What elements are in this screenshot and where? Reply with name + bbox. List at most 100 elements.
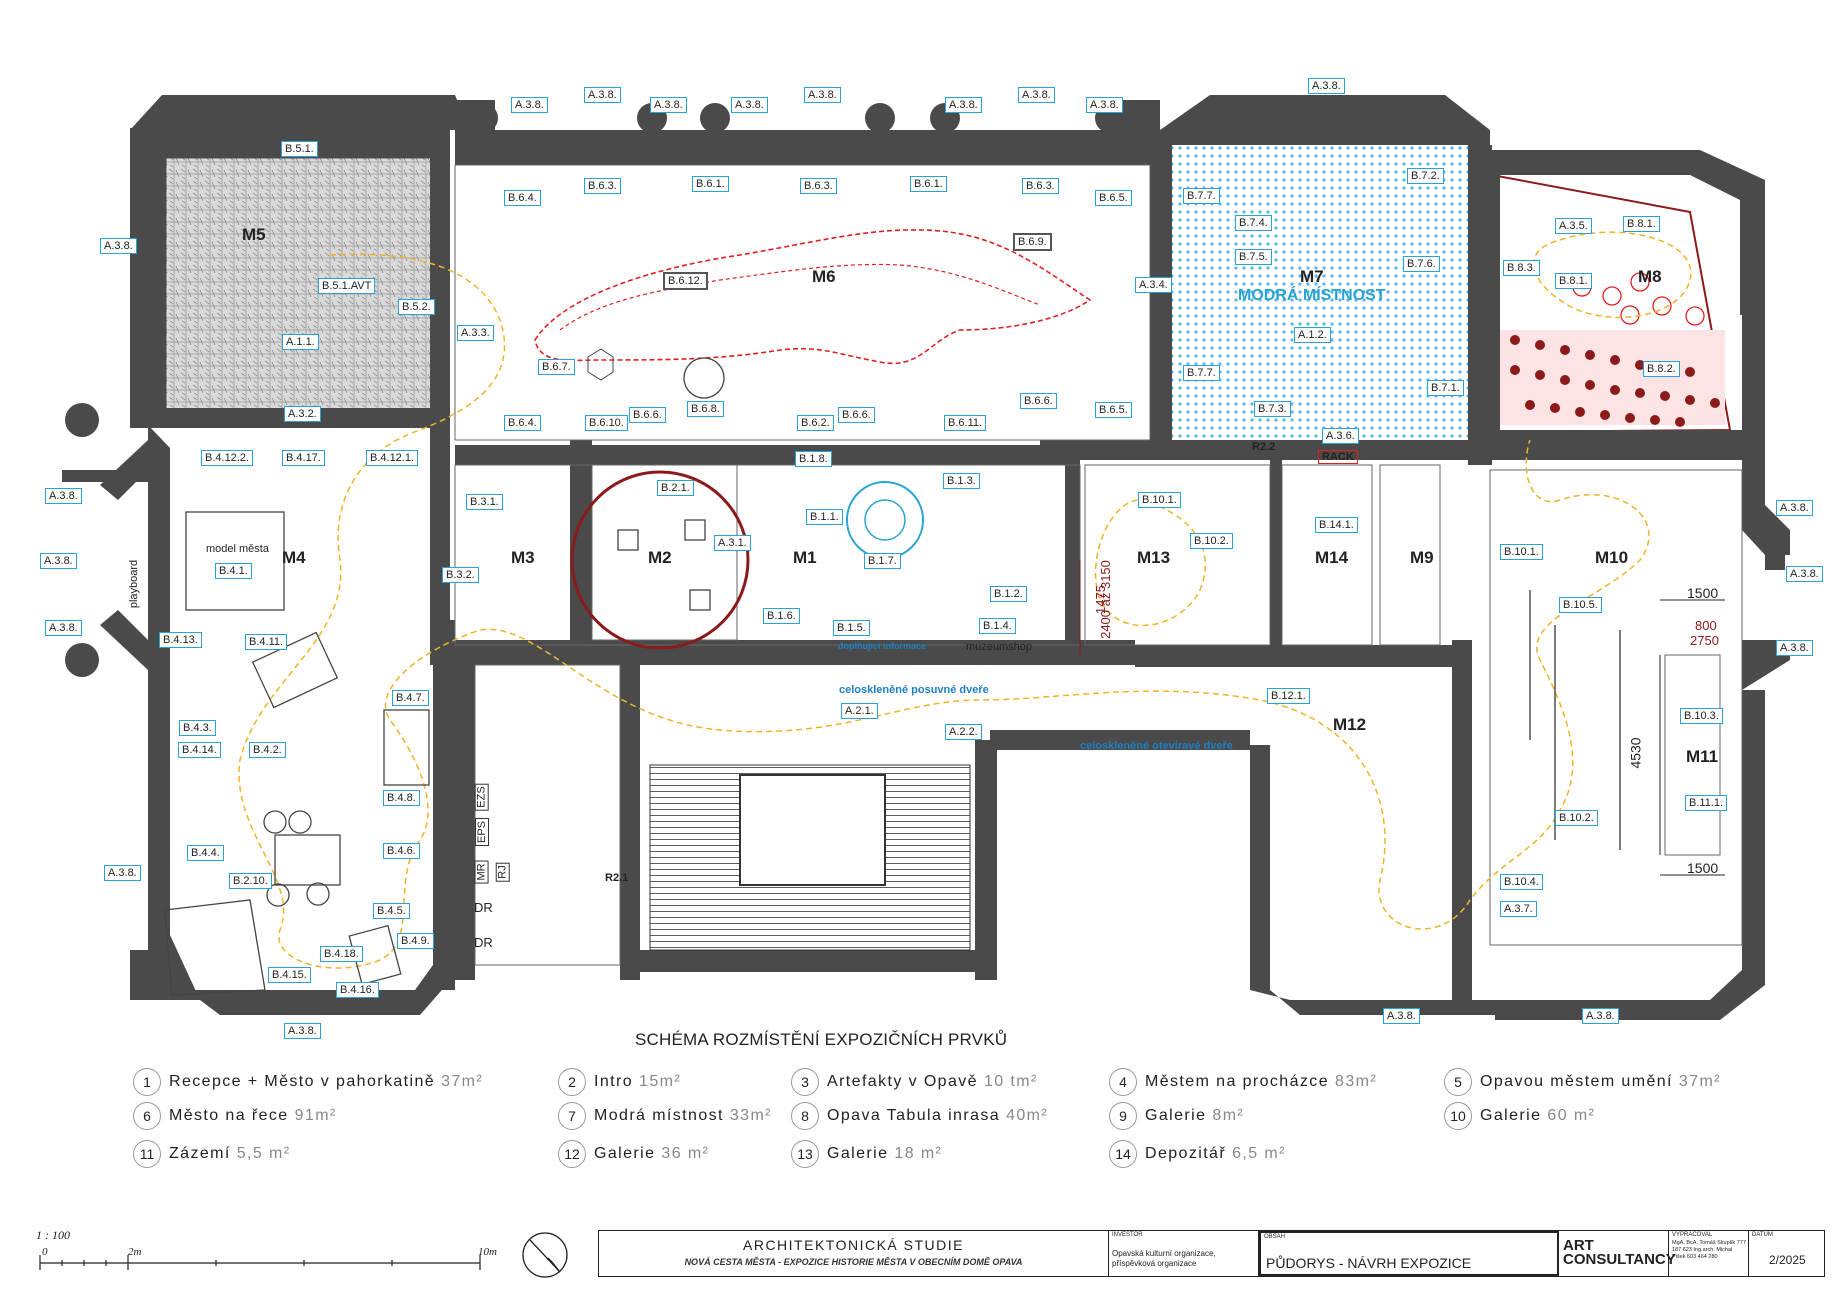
room-m4: M4 — [282, 548, 306, 567]
model-mesta-label: model města — [206, 543, 269, 555]
tag-b31: B.3.1. — [466, 494, 503, 510]
legend-name: Depozitář — [1145, 1145, 1227, 1162]
tag-b105: B.10.5. — [1559, 597, 1602, 613]
tag-b65: B.6.5. — [1095, 402, 1132, 418]
m7-title: MODRÁ MÍSTNOST — [1238, 287, 1386, 304]
tag-b66: B.6.6. — [1020, 393, 1057, 409]
tag-b63: B.6.3. — [1022, 178, 1059, 194]
tag-b13: B.1.3. — [943, 473, 980, 489]
room-m13: M13 — [1137, 548, 1171, 567]
legend-name: Modrá místnost — [594, 1107, 724, 1124]
tag-a38: A.3.8. — [1308, 78, 1345, 94]
tag-b81: B.8.1. — [1623, 216, 1660, 232]
legend-number: 7 — [558, 1102, 586, 1130]
tag-a38: A.3.8. — [1383, 1008, 1420, 1024]
r21-label: R2.1 — [605, 872, 629, 884]
tb-prepared-cell: VYPRACOVAL MgA. BcA. Tomáš Skuplík 777 1… — [1669, 1231, 1749, 1276]
tag-a38: A.3.8. — [104, 865, 141, 881]
room-m8: M8 — [1638, 267, 1662, 286]
legend-area: 40m² — [1006, 1107, 1049, 1124]
tag-b103: B.10.3. — [1680, 708, 1723, 724]
tag-b83: B.8.3. — [1503, 260, 1540, 276]
tag-b210: B.2.10. — [229, 873, 272, 889]
tag-b102: B.10.2. — [1190, 533, 1233, 549]
m8-seat-grid — [1500, 330, 1725, 425]
tb-content-cell: OBSAH PŮDORYS - NÁVRH EXPOZICE — [1259, 1231, 1559, 1276]
room-m3: M3 — [511, 548, 535, 567]
tag-a38: A.3.8. — [804, 87, 841, 103]
scale-10m: 10m — [478, 1246, 497, 1258]
tb-date-cell: DATUM 2/2025 — [1749, 1231, 1824, 1276]
room-m7: M7 — [1300, 267, 1324, 286]
tag-b68: B.6.8. — [687, 401, 724, 417]
stair-landing — [739, 774, 886, 886]
tag-b61: B.6.1. — [910, 176, 947, 192]
tb-date: 2/2025 — [1769, 1253, 1806, 1267]
tag-a38: A.3.8. — [284, 1023, 321, 1039]
room-m14: M14 — [1315, 548, 1349, 567]
tag-a37: A.3.7. — [1500, 901, 1537, 917]
tag-b101: B.10.1. — [1138, 492, 1181, 508]
tag-a38: A.3.8. — [1776, 640, 1813, 656]
tag-b76: B.7.6. — [1403, 256, 1440, 272]
tag-b74: B.7.4. — [1235, 215, 1272, 231]
room-m11: M11 — [1686, 747, 1719, 766]
tag-a38: A.3.8. — [731, 97, 768, 113]
tag-a32: A.3.2. — [284, 406, 321, 422]
m6-river-inner — [559, 263, 1041, 331]
tb-content-label: OBSAH — [1264, 1234, 1286, 1240]
tag-b47: B.4.7. — [392, 690, 429, 706]
tag-a38: A.3.8. — [45, 488, 82, 504]
legend-item: 7 Modrá místnost 33m² — [558, 1102, 772, 1130]
north-arrow — [522, 1232, 568, 1278]
tag-b411: B.4.11. — [245, 634, 288, 650]
tag-b67: B.6.7. — [538, 359, 575, 375]
tag-b69: B.6.9. — [1013, 233, 1052, 251]
tag-b418: B.4.18. — [320, 946, 363, 962]
legend-name: Městem na procházce — [1145, 1073, 1330, 1090]
legend-area: 83m² — [1335, 1073, 1378, 1090]
dim-2400: 2400 až 3150 — [1097, 560, 1113, 639]
tag-b66: B.6.6. — [838, 407, 875, 423]
tag-a38: A.3.8. — [1086, 97, 1123, 113]
service-mr: MR — [474, 860, 489, 884]
tag-b49: B.4.9. — [397, 933, 434, 949]
legend-area: 33m² — [729, 1107, 772, 1124]
tb-investor-label: INVESTOR — [1112, 1232, 1143, 1238]
tb-studio-cell: ARCHITEKTONICKÁ STUDIE NOVÁ CESTA MĚSTA … — [599, 1231, 1109, 1276]
tag-b14: B.1.4. — [979, 618, 1016, 634]
tag-b81: B.8.1. — [1555, 273, 1592, 289]
tag-b32: B.3.2. — [442, 567, 479, 583]
tag-b43: B.4.3. — [179, 720, 216, 736]
legend-area: 36 m² — [661, 1145, 710, 1162]
tag-b611: B.6.11. — [944, 415, 987, 431]
tag-b21: B.2.1. — [657, 480, 694, 496]
tag-b18: B.1.8. — [795, 451, 832, 467]
scale-0: 0 — [42, 1246, 48, 1258]
tag-a11: A.1.1. — [282, 334, 319, 350]
tag-b15: B.1.5. — [833, 620, 870, 636]
tag-a38: A.3.8. — [40, 553, 77, 569]
doplnujici-label: doplňující informace — [838, 641, 927, 651]
legend-area: 37m² — [1678, 1073, 1721, 1090]
tag-a22: A.2.2. — [945, 724, 982, 740]
dimension-lines — [1079, 560, 1725, 876]
tag-a38: A.3.8. — [45, 620, 82, 636]
tag-b41: B.4.1. — [215, 563, 252, 579]
room-m1: M1 — [793, 548, 817, 567]
m6-river-route — [534, 229, 1092, 365]
tag-b44: B.4.4. — [187, 845, 224, 861]
legend-number: 1 — [133, 1068, 161, 1096]
tag-b17: B.1.7. — [864, 553, 901, 569]
tag-b141: B.14.1. — [1315, 517, 1358, 533]
playboard-label: playboard — [128, 559, 141, 609]
legend-area: 8m² — [1212, 1107, 1245, 1124]
legend-area: 37m² — [441, 1073, 484, 1090]
